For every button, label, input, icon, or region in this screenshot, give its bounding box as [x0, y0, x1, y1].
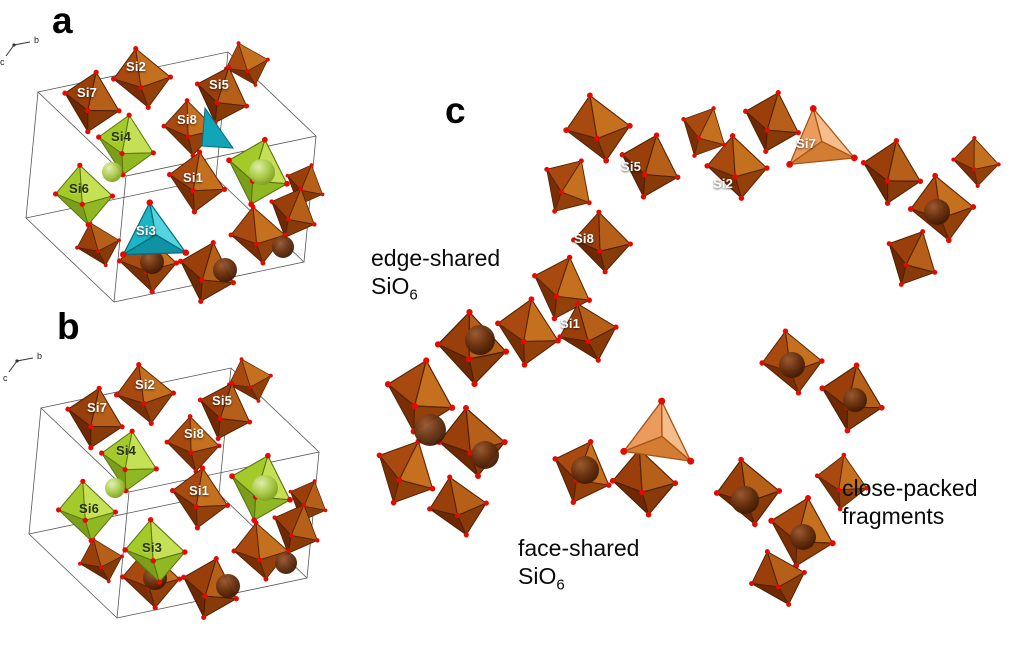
metal-sphere: [843, 388, 867, 412]
axis-label-c: c: [3, 373, 8, 383]
panel-label-b: b: [57, 306, 80, 347]
octahedron: [949, 133, 1003, 191]
metal-sphere: [465, 325, 495, 355]
panel-label-a: a: [52, 0, 73, 41]
site-label-c-si7: Si7: [796, 136, 817, 151]
annotation-face-shared: face-shared SiO6: [518, 534, 639, 595]
annotation-line: fragments: [842, 503, 945, 530]
site-label-a-si6: Si6: [69, 181, 90, 196]
annotation-close-packed: close-packed fragments: [842, 474, 978, 530]
metal-sphere: [414, 414, 446, 446]
panel-a-structure: [6, 33, 332, 311]
panel-b-structure: [9, 349, 335, 627]
orange-tetrahedron: [618, 393, 702, 466]
panel-label-c: c: [445, 90, 466, 131]
metal-sphere: [571, 456, 599, 484]
annotation-line: close-packed: [842, 475, 978, 501]
metal-sphere: [790, 524, 816, 550]
annotation-formula: SiO: [371, 273, 410, 300]
site-label-b-si4: Si4: [116, 443, 137, 458]
site-label-b-si8: Si8: [184, 426, 205, 441]
annotation-subscript: 6: [556, 576, 565, 594]
annotation-subscript: 6: [409, 286, 418, 304]
site-label-a-si2: Si2: [126, 59, 147, 74]
metal-sphere: [731, 486, 759, 514]
site-label-c-si8: Si8: [574, 231, 595, 246]
octahedron: [419, 465, 497, 547]
site-label-b-si1: Si1: [189, 483, 210, 498]
site-label-b-si5: Si5: [212, 393, 233, 408]
annotation-line: edge-shared: [371, 245, 501, 271]
metal-sphere: [924, 199, 950, 225]
site-label-b-si6: Si6: [79, 501, 100, 516]
site-label-a-si7: Si7: [77, 85, 98, 100]
site-label-a-si4: Si4: [111, 129, 132, 144]
site-label-c-si1: Si1: [560, 316, 581, 331]
site-label-a-si1: Si1: [183, 170, 204, 185]
cyan-face: [201, 106, 235, 149]
axis-label-b: b: [34, 35, 40, 45]
axis-label-c: c: [0, 57, 5, 67]
site-label-b-si7: Si7: [87, 400, 108, 415]
site-label-a-si5: Si5: [209, 77, 230, 92]
annotation-line: face-shared: [518, 535, 640, 561]
metal-sphere: [779, 352, 805, 378]
axis-label-b: b: [37, 351, 43, 361]
metal-sphere: [471, 441, 499, 469]
site-label-b-si2: Si2: [135, 377, 156, 392]
site-label-c-si5: Si5: [621, 159, 642, 174]
site-label-c-si2: Si2: [713, 176, 734, 191]
site-label-a-si8: Si8: [177, 112, 198, 127]
site-label-a-si3: Si3: [136, 223, 157, 238]
annotation-edge-shared: edge-shared SiO6: [371, 244, 500, 305]
panel-c-structure: [360, 83, 1003, 619]
site-label-b-si3: Si3: [142, 540, 163, 555]
annotation-formula: SiO: [518, 563, 557, 590]
